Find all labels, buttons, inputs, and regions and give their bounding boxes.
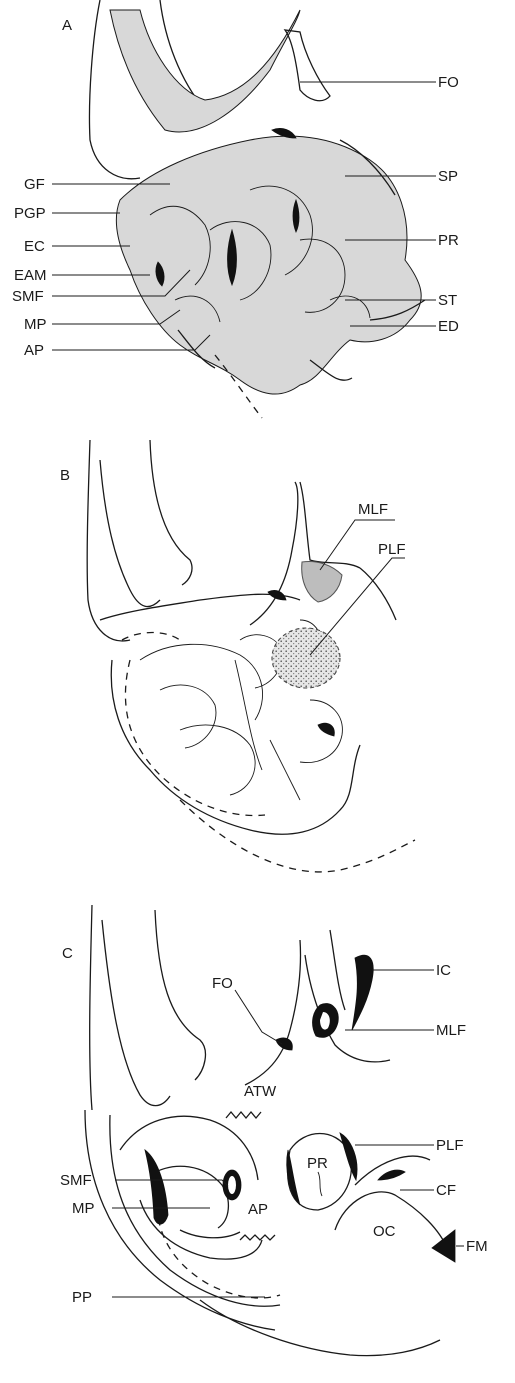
- panel-c-letter: C: [62, 945, 73, 962]
- label-c-pp: PP: [72, 1289, 92, 1306]
- label-c-plf: PLF: [436, 1137, 464, 1154]
- a-foramen-ovale-process: [285, 30, 330, 101]
- c-internal-carotid: [352, 955, 373, 1030]
- label-b-mlf: MLF: [358, 501, 388, 518]
- label-c-fm: FM: [466, 1238, 488, 1255]
- b-dashed-outline-inner: [125, 660, 265, 816]
- label-a-pgp: PGP: [14, 205, 46, 222]
- label-c-cf: CF: [436, 1182, 456, 1199]
- b-plf-region: [272, 628, 340, 688]
- label-a-pr: PR: [438, 232, 459, 249]
- a-squamosal-shading: [110, 10, 300, 132]
- label-c-ap: AP: [248, 1201, 268, 1218]
- panel-b-letter: B: [60, 467, 70, 484]
- label-c-smf: SMF: [60, 1172, 92, 1189]
- c-suture-lower: [240, 1235, 275, 1240]
- label-a-ec: EC: [24, 238, 45, 255]
- label-a-ap: AP: [24, 342, 44, 359]
- label-c-oc: OC: [373, 1223, 396, 1240]
- label-a-eam: EAM: [14, 267, 47, 284]
- panel-b: B MLF PLF: [60, 440, 415, 872]
- label-a-smf: SMF: [12, 288, 44, 305]
- label-a-fo: FO: [438, 74, 459, 91]
- label-a-sp: SP: [438, 168, 458, 185]
- label-c-mp: MP: [72, 1200, 95, 1217]
- label-a-ed: ED: [438, 318, 459, 335]
- label-a-mp: MP: [24, 316, 47, 333]
- label-c-mlf: MLF: [436, 1022, 466, 1039]
- label-a-st: ST: [438, 292, 457, 309]
- c-foramen-magnum-notch: [432, 1230, 455, 1262]
- label-b-plf: PLF: [378, 541, 406, 558]
- c-suture-upper: [226, 1112, 261, 1118]
- panel-a-letter: A: [62, 17, 72, 34]
- label-c-pr: PR: [307, 1155, 328, 1172]
- b-dashed-outline-lower: [180, 800, 415, 872]
- label-c-ic: IC: [436, 962, 451, 979]
- panel-a: A: [12, 0, 459, 418]
- panel-c: C: [60, 905, 488, 1356]
- a-cranial-base: [116, 136, 421, 394]
- b-outer-contour: [111, 660, 360, 834]
- label-a-gf: GF: [24, 176, 45, 193]
- label-c-fo: FO: [212, 975, 233, 992]
- label-c-atw: ATW: [244, 1083, 277, 1100]
